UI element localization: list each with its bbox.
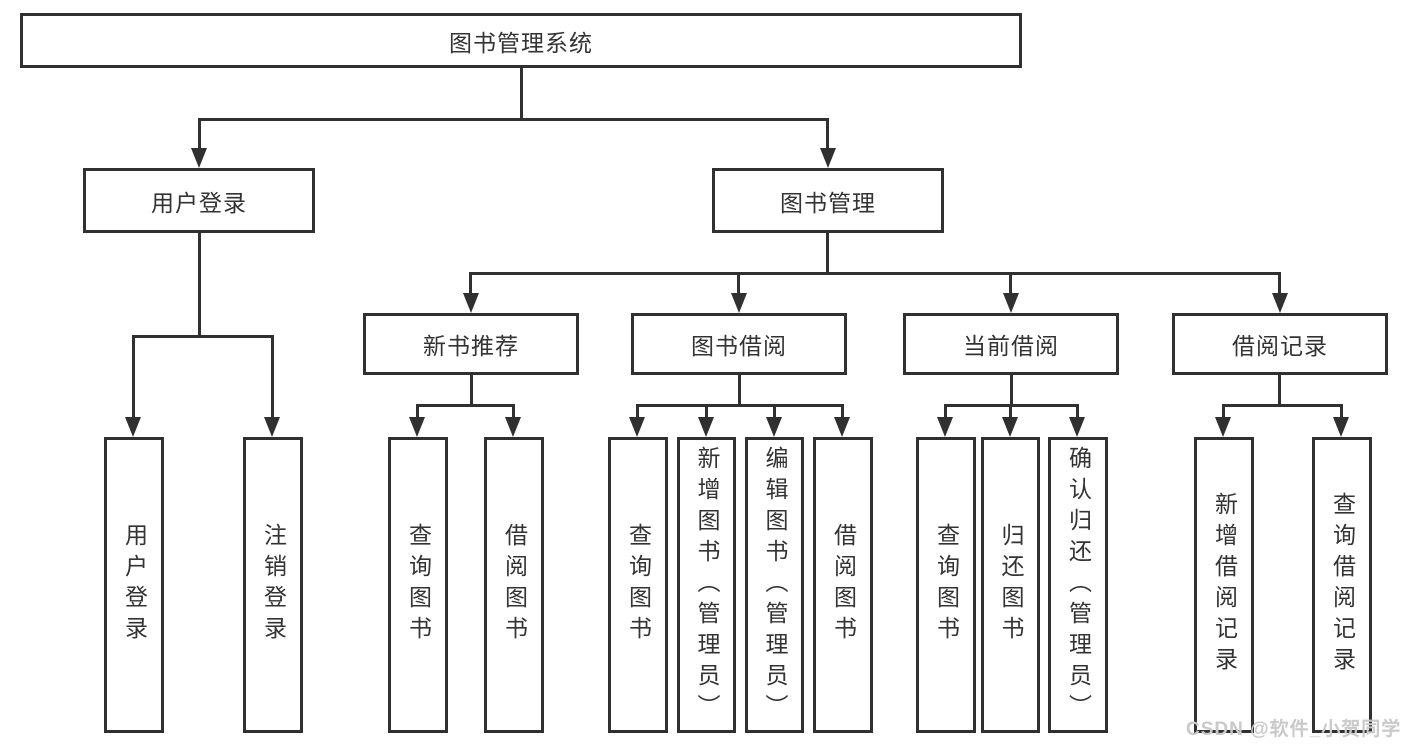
arrowhead-down-icon <box>1002 417 1018 437</box>
connector-line <box>469 272 472 297</box>
leaf-bb-query-books: 查询图书 <box>608 437 668 733</box>
arrowhead-down-icon <box>264 417 280 437</box>
node-new-book-recommend: 新书推荐 <box>363 313 579 375</box>
connector-line <box>773 404 776 421</box>
connector-line <box>738 375 741 406</box>
connector-line <box>416 404 419 421</box>
connector-line <box>132 335 135 421</box>
arrowhead-down-icon <box>1069 417 1085 437</box>
connector-line <box>1010 375 1013 406</box>
arrowhead-down-icon <box>125 417 141 437</box>
node-label: 新书推荐 <box>423 333 519 359</box>
connector-line <box>271 335 274 421</box>
node-label: 查询图书 <box>405 523 432 647</box>
connector-line <box>737 272 740 297</box>
csdn-watermark: CSDN @软件_小贺同学 <box>1186 719 1402 740</box>
leaf-br-add-record: 新增借阅记录 <box>1194 437 1254 733</box>
node-label: 图书管理系统 <box>449 29 593 56</box>
leaf-cb-query-books: 查询图书 <box>916 437 976 733</box>
arrowhead-down-icon <box>463 293 479 313</box>
arrowhead-down-icon <box>1333 417 1349 437</box>
connector-line <box>1222 404 1225 421</box>
connector-line <box>705 404 708 421</box>
connector-line <box>1009 404 1012 421</box>
node-label: 查询图书 <box>933 523 960 647</box>
leaf-nb-borrow-books: 借阅图书 <box>484 437 544 733</box>
connector-line <box>1009 272 1012 297</box>
node-user-login-branch: 用户登录 <box>83 168 315 233</box>
connector-line <box>841 404 844 421</box>
arrowhead-down-icon <box>505 417 521 437</box>
node-label: 查询借阅记录 <box>1329 492 1356 678</box>
connector-line <box>198 118 829 121</box>
node-label: 当前借阅 <box>963 333 1059 359</box>
connector-line <box>1278 272 1281 297</box>
leaf-logout: 注销登录 <box>243 437 303 733</box>
node-label: 查询图书 <box>625 523 652 647</box>
arrowhead-down-icon <box>937 417 953 437</box>
connector-line <box>416 404 515 407</box>
connector-line <box>1340 404 1343 421</box>
node-label: 借阅图书 <box>501 523 528 647</box>
node-book-borrowing: 图书借阅 <box>631 313 847 375</box>
node-current-borrowing: 当前借阅 <box>903 313 1119 375</box>
connector-line <box>512 404 515 421</box>
connector-line <box>198 233 201 338</box>
arrowhead-down-icon <box>766 417 782 437</box>
leaf-cb-return-books: 归还图书 <box>981 437 1040 733</box>
connector-line <box>132 335 274 338</box>
arrowhead-down-icon <box>834 417 850 437</box>
connector-line <box>1222 404 1342 407</box>
arrowhead-down-icon <box>698 417 714 437</box>
connector-line <box>1076 404 1079 421</box>
node-borrowing-records: 借阅记录 <box>1172 313 1388 375</box>
node-label: 注销登录 <box>260 523 287 647</box>
leaf-cb-confirm-return-admin: 确认归还（管理员） <box>1048 437 1108 733</box>
leaf-bb-edit-books-admin: 编辑图书（管理员） <box>745 437 804 733</box>
arrowhead-down-icon <box>629 417 645 437</box>
node-label: 新增借阅记录 <box>1211 492 1238 678</box>
node-library-system: 图书管理系统 <box>20 13 1022 68</box>
leaf-user-login: 用户登录 <box>104 437 164 733</box>
connector-line <box>826 233 829 275</box>
node-label: 编辑图书（管理员） <box>762 445 788 725</box>
leaf-nb-query-books: 查询图书 <box>388 437 448 733</box>
arrowhead-down-icon <box>820 148 836 168</box>
connector-line <box>520 68 523 121</box>
arrowhead-down-icon <box>731 293 747 313</box>
arrowhead-down-icon <box>1003 293 1019 313</box>
node-label: 借阅图书 <box>830 523 857 647</box>
arrowhead-down-icon <box>1215 417 1231 437</box>
connector-line <box>470 375 473 406</box>
node-label: 用户登录 <box>151 189 247 216</box>
connector-line <box>1278 375 1281 406</box>
arrowhead-down-icon <box>1272 293 1288 313</box>
node-label: 确认归还（管理员） <box>1065 445 1092 725</box>
connector-line <box>944 404 947 421</box>
node-label: 图书管理 <box>780 189 876 216</box>
node-book-management: 图书管理 <box>712 168 944 233</box>
node-label: 归还图书 <box>998 523 1024 647</box>
node-label: 借阅记录 <box>1232 333 1328 359</box>
connector-line <box>826 118 829 152</box>
leaf-bb-add-books-admin: 新增图书（管理员） <box>677 437 736 733</box>
arrowhead-down-icon <box>409 417 425 437</box>
connector-line <box>636 404 844 407</box>
arrowhead-down-icon <box>191 148 207 168</box>
connector-line <box>636 404 639 421</box>
node-label: 用户登录 <box>121 523 148 647</box>
connector-line <box>198 118 201 152</box>
leaf-bb-borrow-books: 借阅图书 <box>813 437 873 733</box>
node-label: 新增图书（管理员） <box>694 445 720 725</box>
connector-line <box>469 272 1281 275</box>
node-label: 图书借阅 <box>691 333 787 359</box>
leaf-br-query-record: 查询借阅记录 <box>1312 437 1372 733</box>
